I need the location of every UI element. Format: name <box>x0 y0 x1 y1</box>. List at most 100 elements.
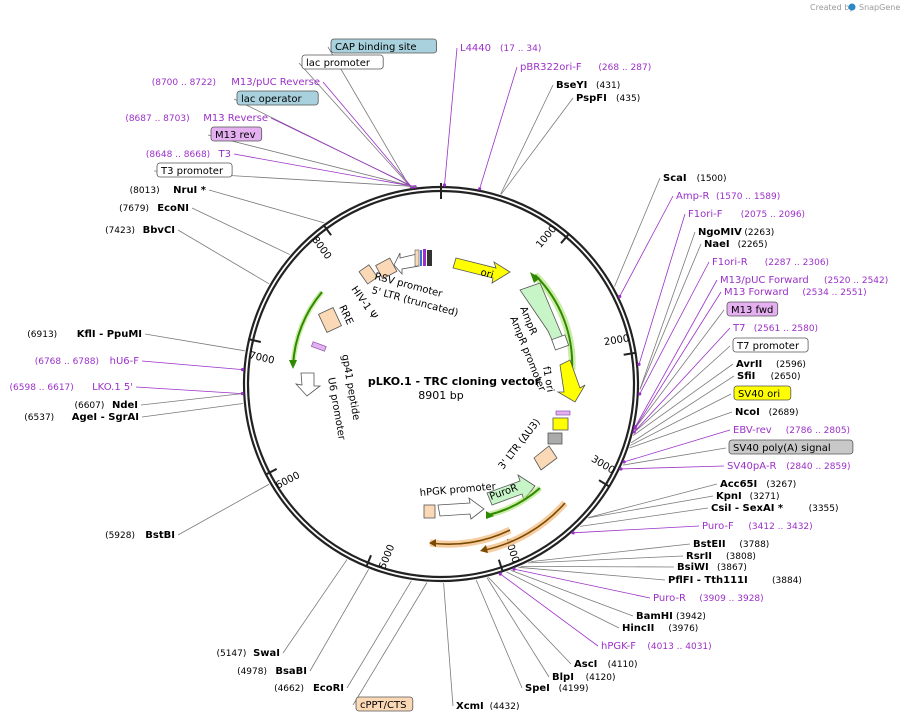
ltr3-feature[interactable] <box>533 445 558 471</box>
label-t3-promoter[interactable]: T3 promoter <box>156 162 233 178</box>
label-cppt-cts[interactable]: cPPT/CTS <box>355 696 414 712</box>
ampr-promoter-feature[interactable] <box>551 334 570 351</box>
label-lac-operator[interactable]: lac operator <box>236 90 319 106</box>
label-bsabi[interactable]: BsaBI(4978) <box>237 666 307 677</box>
leader-lines <box>135 46 735 707</box>
label-swai[interactable]: SwaI(5147) <box>216 648 280 659</box>
label-sv40-polya[interactable]: SV40 poly(A) signal <box>728 439 854 455</box>
label-sv40pa-r[interactable]: SV40pA-R(2840 .. 2859) <box>727 461 850 472</box>
label-f1ori-f[interactable]: F1ori-F(2075 .. 2096) <box>688 209 805 220</box>
label-t7[interactable]: T7(2561 .. 2580) <box>732 323 818 334</box>
sv40-ori-feature[interactable] <box>552 417 569 431</box>
ori-label: ori <box>479 267 494 281</box>
rsv-promoter-feature[interactable] <box>393 252 420 276</box>
scai-text: ScaI <box>663 173 687 184</box>
label-scai[interactable]: ScaI(1500) <box>663 173 727 184</box>
snapgene-logo-icon <box>848 3 856 11</box>
label-csii-sexai[interactable]: CsiI - SexAI *(3355) <box>711 503 839 514</box>
label-bsteii[interactable]: BstEII(3788) <box>693 539 769 550</box>
asci-text: AscI <box>574 659 597 670</box>
ltr5-feature[interactable] <box>414 249 420 267</box>
label-ebv-rev[interactable]: EBV-rev(2786 .. 2805) <box>733 425 850 436</box>
label-cap-binding-site[interactable]: CAP binding site <box>330 38 437 54</box>
label-hincii[interactable]: HincII(3976) <box>622 623 698 634</box>
label-blpi[interactable]: BlpI(4120) <box>552 672 616 683</box>
label-avrii[interactable]: AvrII(2596) <box>736 359 806 370</box>
label-bbvci[interactable]: BbvCI(7423) <box>105 225 175 236</box>
tick-6000 <box>264 468 278 476</box>
label-hpgk-f[interactable]: hPGK-F(4013 .. 4031) <box>601 641 712 652</box>
swai-coord: (5147) <box>216 649 246 659</box>
label-kpni[interactable]: KpnI(3271) <box>716 491 780 502</box>
sv40pa-r-text: SV40pA-R <box>727 461 776 472</box>
label-pbr322ori-f[interactable]: pBR322ori-F(268 .. 287) <box>520 62 651 73</box>
m13-puc-forward-leader <box>635 279 718 427</box>
label-acc65i[interactable]: Acc65I(3267) <box>720 479 796 490</box>
label-puro-f[interactable]: Puro-F(3412 .. 3432) <box>702 521 813 532</box>
m13-fwd-text: M13 fwd <box>731 305 773 316</box>
label-m13-rev[interactable]: M13 rev <box>210 126 263 142</box>
f1ori-f-leader <box>638 213 686 365</box>
label-agei-sgrai[interactable]: AgeI - SgrAI(6537) <box>24 412 139 423</box>
label-sv40-ori[interactable]: SV40 ori <box>733 385 792 401</box>
label-m13-fwd[interactable]: M13 fwd <box>726 301 779 317</box>
label-amp-r[interactable]: Amp-R(1570 .. 1589) <box>676 191 780 202</box>
label-ecori[interactable]: EcoRI(4662) <box>274 683 344 694</box>
label-xcmi[interactable]: XcmI(4432) <box>456 701 520 712</box>
label-nrui[interactable]: NruI *(8013) <box>130 185 207 196</box>
label-m13-forward[interactable]: M13 Forward(2534 .. 2551) <box>724 287 867 298</box>
tick-5000 <box>365 554 372 568</box>
pspfi-coord: (435) <box>616 94 640 104</box>
label-f1ori-r[interactable]: F1ori-R(2287 .. 2306) <box>712 257 829 268</box>
orange-head-inner <box>429 539 436 547</box>
label-rsrii[interactable]: RsrII(3808) <box>686 551 756 562</box>
psi-feature[interactable] <box>358 264 379 285</box>
label-naei[interactable]: NaeI(2265) <box>704 239 768 250</box>
lac-feature <box>420 250 422 266</box>
scai-leader <box>614 177 661 287</box>
cppt-feature[interactable] <box>423 504 436 519</box>
label-asci[interactable]: AscI(4110) <box>574 659 638 670</box>
hpgk-promoter-feature[interactable] <box>437 497 485 520</box>
label-ncoi[interactable]: NcoI(2689) <box>735 407 799 418</box>
f1ori-f-coord: (2075 .. 2096) <box>741 210 805 220</box>
label-bsiwi[interactable]: BsiWI(3867) <box>677 562 747 573</box>
rre-feature[interactable] <box>317 307 343 333</box>
label-pfli-tth111i[interactable]: PflFI - Tth111I(3884) <box>668 575 802 586</box>
label-m13-puc-reverse[interactable]: M13/pUC Reverse(8700 .. 8722) <box>152 77 320 88</box>
naei-coord: (2265) <box>738 240 768 250</box>
rsv-feature[interactable] <box>375 257 398 280</box>
label-ngomiv[interactable]: NgoMIV(2263) <box>698 227 774 238</box>
label-sfii[interactable]: SfiI(2650) <box>737 371 801 382</box>
sv40-polya-feature[interactable] <box>547 432 563 445</box>
label-t3[interactable]: T3(8648 .. 8668) <box>146 149 231 160</box>
f1-ori-feature[interactable] <box>556 359 586 403</box>
ori-feature[interactable] <box>452 257 511 284</box>
label-m13-reverse[interactable]: M13 Reverse(8687 .. 8703) <box>125 113 268 124</box>
nrui-leader <box>208 189 325 224</box>
m13-rev-leader <box>207 134 415 188</box>
label-hu6-f[interactable]: hU6-F(6768 .. 6788) <box>35 356 140 367</box>
hpgk-f-leader <box>500 573 599 647</box>
econi-leader <box>191 207 291 255</box>
label-bstbi[interactable]: BstBI(5928) <box>105 530 175 541</box>
label-econi[interactable]: EcoNI(7679) <box>119 203 189 214</box>
label-bamhi[interactable]: BamHI(3942) <box>636 611 706 622</box>
ncoi-coord: (2689) <box>769 408 799 418</box>
label-bseyi[interactable]: BseYI(431) <box>556 80 620 91</box>
econi-coord: (7679) <box>119 204 149 214</box>
label-m13-puc-forward[interactable]: M13/pUC Forward(2520 .. 2542) <box>720 275 888 286</box>
label-spei[interactable]: SpeI(4199) <box>525 683 589 694</box>
u6-promoter-feature[interactable] <box>294 372 322 397</box>
u6-promoter-label: U6 promoter <box>325 377 347 442</box>
label-kfli-ppumi[interactable]: KflI - PpuMI(6913) <box>27 329 142 340</box>
label-ndei[interactable]: NdeI(6607) <box>74 400 138 411</box>
t3-promoter-text: T3 promoter <box>160 166 224 177</box>
label-t7-promoter[interactable]: T7 promoter <box>732 337 809 353</box>
label-lac-promoter[interactable]: lac promoter <box>301 54 384 70</box>
label-lko1-5[interactable]: LKO.1 5'(6598 .. 6617) <box>10 382 133 393</box>
label-l4440[interactable]: L4440(17 .. 34) <box>460 43 541 54</box>
label-puro-r[interactable]: Puro-R(3909 .. 3928) <box>653 593 764 604</box>
m13-puc-reverse-coord: (8700 .. 8722) <box>152 78 216 88</box>
label-pspfi[interactable]: PspFI(435) <box>576 93 640 104</box>
